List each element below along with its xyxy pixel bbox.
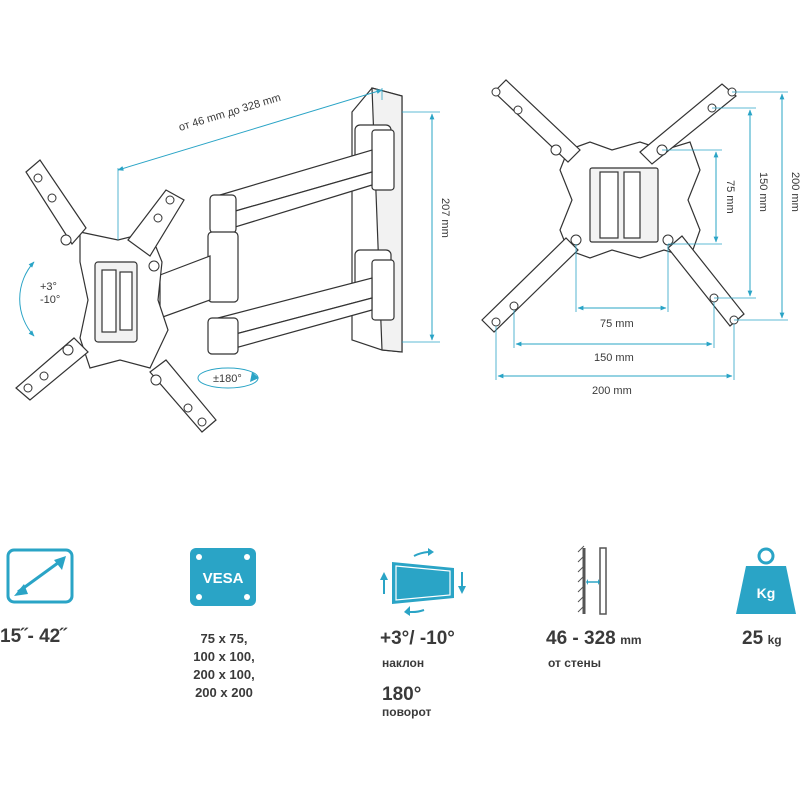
arm-extension-label: от 46 mm до 328 mm [177, 92, 282, 134]
width-75-label: 75 mm [600, 318, 634, 330]
screen-size-icon [6, 548, 74, 604]
screen-size-value: 15˝- 42˝ [0, 626, 67, 647]
tilt-caption: наклон [382, 656, 425, 670]
vesa-drawing: 75 mm 150 mm 200 mm 75 mm 150 mm 200 mm [481, 79, 800, 397]
rotation-caption: поворот [382, 705, 432, 719]
load-unit: kg [767, 633, 782, 647]
vesa-size-4: 200 x 200 [195, 685, 253, 700]
swivel-label: ±180° [213, 373, 242, 385]
width-200-label: 200 mm [592, 385, 632, 397]
height-label: 207 mm [439, 198, 451, 238]
rotation-value: 180° [382, 684, 422, 705]
arm-drawing: от 46 mm до 328 mm 207 mm +3° -10° ±180° [15, 87, 451, 433]
load-value: 25 [742, 628, 764, 649]
height-75-label: 75 mm [724, 180, 736, 214]
tilt-down-label: -10° [40, 294, 60, 306]
vesa-size-1: 75 x 75, [200, 631, 248, 646]
height-200-label: 200 mm [789, 172, 800, 212]
distance-unit: mm [620, 633, 642, 647]
weight-badge: Kg [757, 585, 776, 601]
lower-arm [207, 277, 373, 355]
distance-spec: 46 - 328 mm [546, 628, 642, 650]
vesa-size-2: 100 x 100, [193, 649, 255, 664]
load-spec: 25 kg [742, 628, 782, 650]
tilt-up-label: +3° [40, 281, 57, 293]
vesa-badge: VESA [203, 570, 244, 587]
vesa-size-3: 200 x 100, [193, 667, 255, 682]
tilt-value: +3°/ -10° [380, 628, 455, 649]
vesa-plate [15, 159, 217, 433]
upper-arm [209, 149, 373, 234]
height-150-label: 150 mm [757, 172, 769, 212]
wall-distance-icon [577, 545, 607, 615]
distance-caption: от стены [548, 656, 601, 670]
vesa-sizes: 75 x 75, 100 x 100, 200 x 100, 200 x 200 [172, 630, 276, 702]
weight-icon: Kg [736, 547, 796, 614]
width-150-label: 150 mm [594, 352, 634, 364]
tilt-icon [380, 548, 466, 616]
vesa-icon: VESA [190, 548, 256, 606]
distance-value: 46 - 328 [546, 628, 616, 649]
central-joint [159, 231, 239, 319]
